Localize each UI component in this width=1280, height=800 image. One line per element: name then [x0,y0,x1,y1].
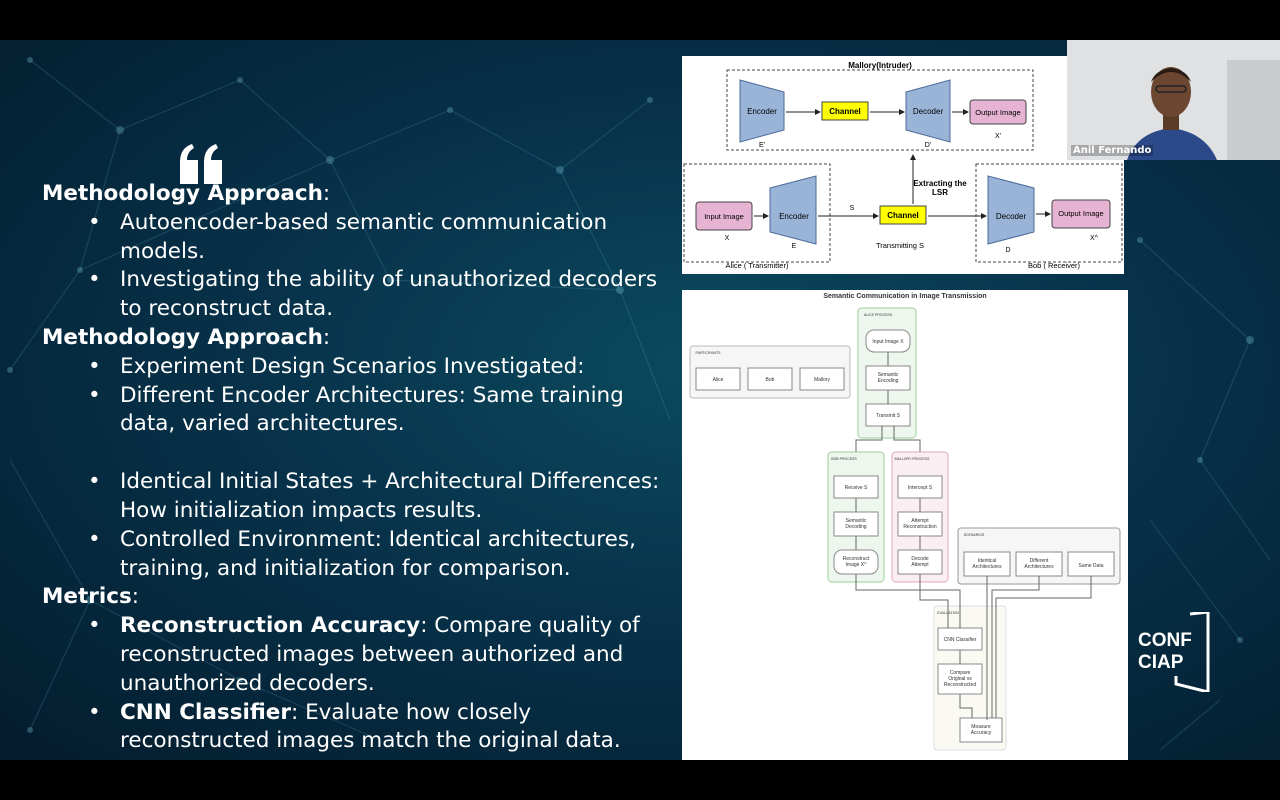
system-diagram: Mallory(Intruder) Encoder E' Channel Dec… [682,56,1124,274]
svg-text:Channel: Channel [887,211,919,220]
svg-text:Alice ( Transmitter): Alice ( Transmitter) [726,261,789,270]
svg-text:Compare: Compare [950,670,971,676]
svg-text:Semantic: Semantic [878,372,899,378]
svg-text:Intercept S: Intercept S [908,485,933,491]
presenter-video[interactable]: Anil Fernando [1067,40,1280,160]
flowchart-title: Semantic Communication in Image Transmis… [823,293,986,300]
svg-text:Alice: Alice [713,377,724,383]
svg-text:LSR: LSR [932,188,948,197]
section-heading: Methodology Approach: [42,181,331,206]
svg-text:Encoder: Encoder [779,212,809,221]
confciap-logo: CONF CIAP [1138,612,1210,692]
svg-text:ALICE PROCESS: ALICE PROCESS [864,313,893,317]
mallory-title: Mallory(Intruder) [848,61,912,70]
bob-output [1051,199,1111,229]
svg-text:S: S [850,205,855,212]
svg-text:X^: X^ [1090,235,1099,242]
svg-text:Semantic: Semantic [846,518,867,524]
svg-text:Output Image: Output Image [975,108,1020,117]
svg-text:PARTICIPANTS: PARTICIPANTS [696,351,722,355]
svg-text:Mallory: Mallory [814,377,831,383]
svg-text:Channel: Channel [829,107,861,116]
presenter-silhouette [1067,40,1280,160]
bullet-item: Autoencoder-based semantic communication… [42,209,672,267]
svg-text:Encoding: Encoding [878,378,899,384]
svg-text:Decoder: Decoder [913,107,944,116]
mallory-decoder [905,79,951,143]
svg-text:X': X' [995,133,1001,140]
bob-decoder [987,175,1035,245]
svg-text:Transmitting S: Transmitting S [876,241,924,250]
svg-text:Output Image: Output Image [1058,209,1103,218]
bullet-item: Identical Initial States + Architectural… [42,468,672,526]
svg-text:Attempt: Attempt [911,518,929,524]
svg-text:Reconstruct: Reconstruct [843,556,870,562]
svg-text:Bob: Bob [766,377,775,383]
bullet-item: Experiment Design Scenarios Investigated… [42,353,672,382]
svg-text:MALLORY PROCESS: MALLORY PROCESS [895,457,930,461]
svg-text:Same Data: Same Data [1078,563,1103,569]
mallory-encoder [739,79,785,143]
svg-text:Measure: Measure [971,724,991,730]
svg-text:SCENARIOS: SCENARIOS [964,533,985,537]
svg-text:Image X^: Image X^ [846,562,868,568]
bullet-item: Different Encoder Architectures: Same tr… [42,382,672,440]
svg-text:D: D [1005,247,1010,254]
svg-text:Original vs: Original vs [948,676,972,682]
svg-text:Architectures: Architectures [1024,564,1054,570]
alice-input [695,201,753,231]
svg-text:Extracting the: Extracting the [913,179,967,188]
section-heading: Methodology Approach: [42,324,331,350]
svg-text:CIAP: CIAP [1138,652,1184,673]
svg-text:Input Image: Input Image [704,212,744,221]
svg-text:Bob ( Receiver): Bob ( Receiver) [1028,261,1081,270]
svg-text:E': E' [759,142,765,149]
svg-text:Encoder: Encoder [747,107,777,116]
svg-text:Decoding: Decoding [845,524,866,530]
bullet-item: Investigating the ability of unauthorize… [42,266,672,324]
presentation-slide: Methodology Approach: Autoencoder-based … [0,40,1280,760]
svg-text:Accuracy: Accuracy [971,730,992,736]
mallory-output [969,99,1027,125]
section-heading: Metrics: [42,584,140,610]
bullet-item: Reconstruction Accuracy: Compare quality… [42,612,672,698]
mallory-channel [821,101,869,121]
flowchart-diagram: Semantic Communication in Image Transmis… [682,290,1128,760]
svg-text:BOB PROCESS: BOB PROCESS [831,457,857,461]
svg-text:X: X [725,235,730,242]
svg-text:Receive S: Receive S [845,485,868,491]
svg-text:Input Image X: Input Image X [872,339,904,345]
svg-text:E: E [792,243,797,250]
presenter-name: Anil Fernando [1071,145,1154,156]
svg-text:Reconstruction: Reconstruction [903,524,937,530]
svg-text:Decode: Decode [911,556,928,562]
svg-text:Different: Different [1030,558,1049,564]
svg-text:CONF: CONF [1138,630,1192,651]
svg-text:Transmit S: Transmit S [876,413,901,419]
svg-text:Architectures: Architectures [972,564,1002,570]
svg-text:CNN Classifier: CNN Classifier [944,637,977,643]
svg-text:Identical: Identical [978,558,997,564]
bullet-item: Controlled Environment: Identical archit… [42,526,672,584]
bullet-item: CNN Classifier: Evaluate how closely rec… [42,699,672,757]
svg-text:Decoder: Decoder [996,212,1027,221]
quote-icon [180,144,222,184]
svg-text:Reconstructed: Reconstructed [944,682,976,688]
alice-channel [879,205,927,225]
slide-text: Methodology Approach: Autoencoder-based … [42,180,672,756]
alice-encoder [769,175,817,245]
svg-text:Attempt: Attempt [911,562,929,568]
svg-text:D': D' [925,142,931,149]
